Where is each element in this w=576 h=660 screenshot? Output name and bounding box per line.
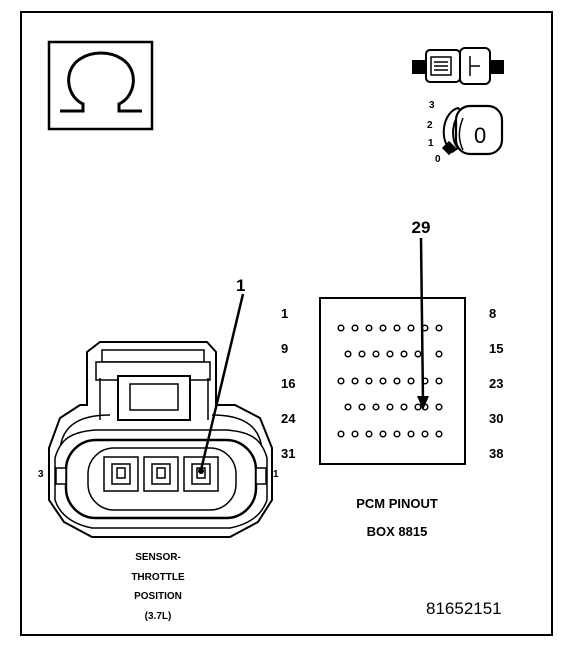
pcm-pin-cavity [344,403,352,411]
pcm-pin-pointer-arrowhead [417,396,429,410]
sensor-caption-line-1: SENSOR- [135,552,181,563]
ohm-icon [47,40,154,131]
sensor-caption-line-3: POSITION [134,591,182,602]
pcm-pin-cavity [407,324,415,332]
pcm-left-label-31: 31 [281,446,295,461]
pcm-pin-cavity [435,403,443,411]
pcm-pin-cavity [372,350,380,358]
sensor-left-pin-label: 3 [38,469,44,480]
pcm-pin-cavity [351,377,359,385]
ignition-position-1: 1 [428,138,434,149]
pcm-pin-cavity [337,430,345,438]
pcm-pin-cavity [386,350,394,358]
pcm-pin-cavity [358,350,366,358]
pcm-pin-cavity [337,377,345,385]
pcm-pin-cavity [393,324,401,332]
pcm-pin-cavity [379,377,387,385]
pcm-pin-cavity [358,403,366,411]
sensor-terminal-2 [143,456,179,492]
pcm-left-label-24: 24 [281,411,296,426]
pcm-right-label-38: 38 [489,446,503,461]
sensor-caption-line-2: THROTTLE [131,572,185,583]
pcm-pin-cavity [344,350,352,358]
ignition-key-label: 0 [474,123,486,148]
ignition-position-3: 3 [429,100,435,111]
pcm-pin-cavity [400,350,408,358]
pcm-pin-cavity [351,324,359,332]
pcm-pin-cavity [351,430,359,438]
pcm-pin-cavity [400,403,408,411]
pcm-pin-cavity [414,403,422,411]
ignition-position-0: 0 [435,154,441,165]
pcm-pin-cavity [337,324,345,332]
sensor-pin-callout: 1 [236,276,245,295]
pcm-left-label-16: 16 [281,376,295,391]
pcm-right-label-30: 30 [489,411,503,426]
pcm-pin-cavity [379,430,387,438]
pcm-pin-cavity [435,430,443,438]
pcm-pin-cavity [414,350,422,358]
ignition-position-2: 2 [427,120,433,131]
test-connector-icon [412,47,504,85]
pcm-pin-cavity [435,350,443,358]
figure-number: 81652151 [426,599,502,618]
ignition-key-icon: 3 2 1 0 0 [427,100,504,165]
pcm-pin-cavity [393,377,401,385]
pcm-pin-cavity [365,324,373,332]
pcm-pin-grid [337,324,443,438]
pcm-pin-callout: 29 [412,218,431,237]
pcm-pin-cavity [393,430,401,438]
pcm-left-label-1: 1 [281,306,288,321]
pcm-pin-pointer [419,237,425,403]
pcm-title-line-2: BOX 8815 [367,524,428,539]
pcm-pin-cavity [365,377,373,385]
pcm-right-label-15: 15 [489,341,503,356]
sensor-terminal-3 [103,456,139,492]
sensor-pin-pointer-tip [198,468,204,474]
pcm-pin-cavity [407,377,415,385]
throttle-sensor-connector [48,293,273,538]
pcm-pin-cavity [407,430,415,438]
pcm-pin-cavity [386,403,394,411]
pcm-pin-cavity [421,430,429,438]
sensor-terminal-1 [183,456,219,492]
pcm-pin-cavity [365,430,373,438]
pcm-pin-cavity [435,324,443,332]
pcm-pin-cavity [379,324,387,332]
pcm-right-label-23: 23 [489,376,503,391]
sensor-right-pin-label: 1 [273,469,279,480]
pcm-right-label-8: 8 [489,306,496,321]
pcm-pin-cavity [372,403,380,411]
sensor-pin-pointer [199,293,245,471]
pcm-pin-cavity [435,377,443,385]
pcm-title-line-1: PCM PINOUT [356,496,438,511]
pcm-left-label-9: 9 [281,341,288,356]
sensor-caption-line-4: (3.7L) [145,611,172,622]
